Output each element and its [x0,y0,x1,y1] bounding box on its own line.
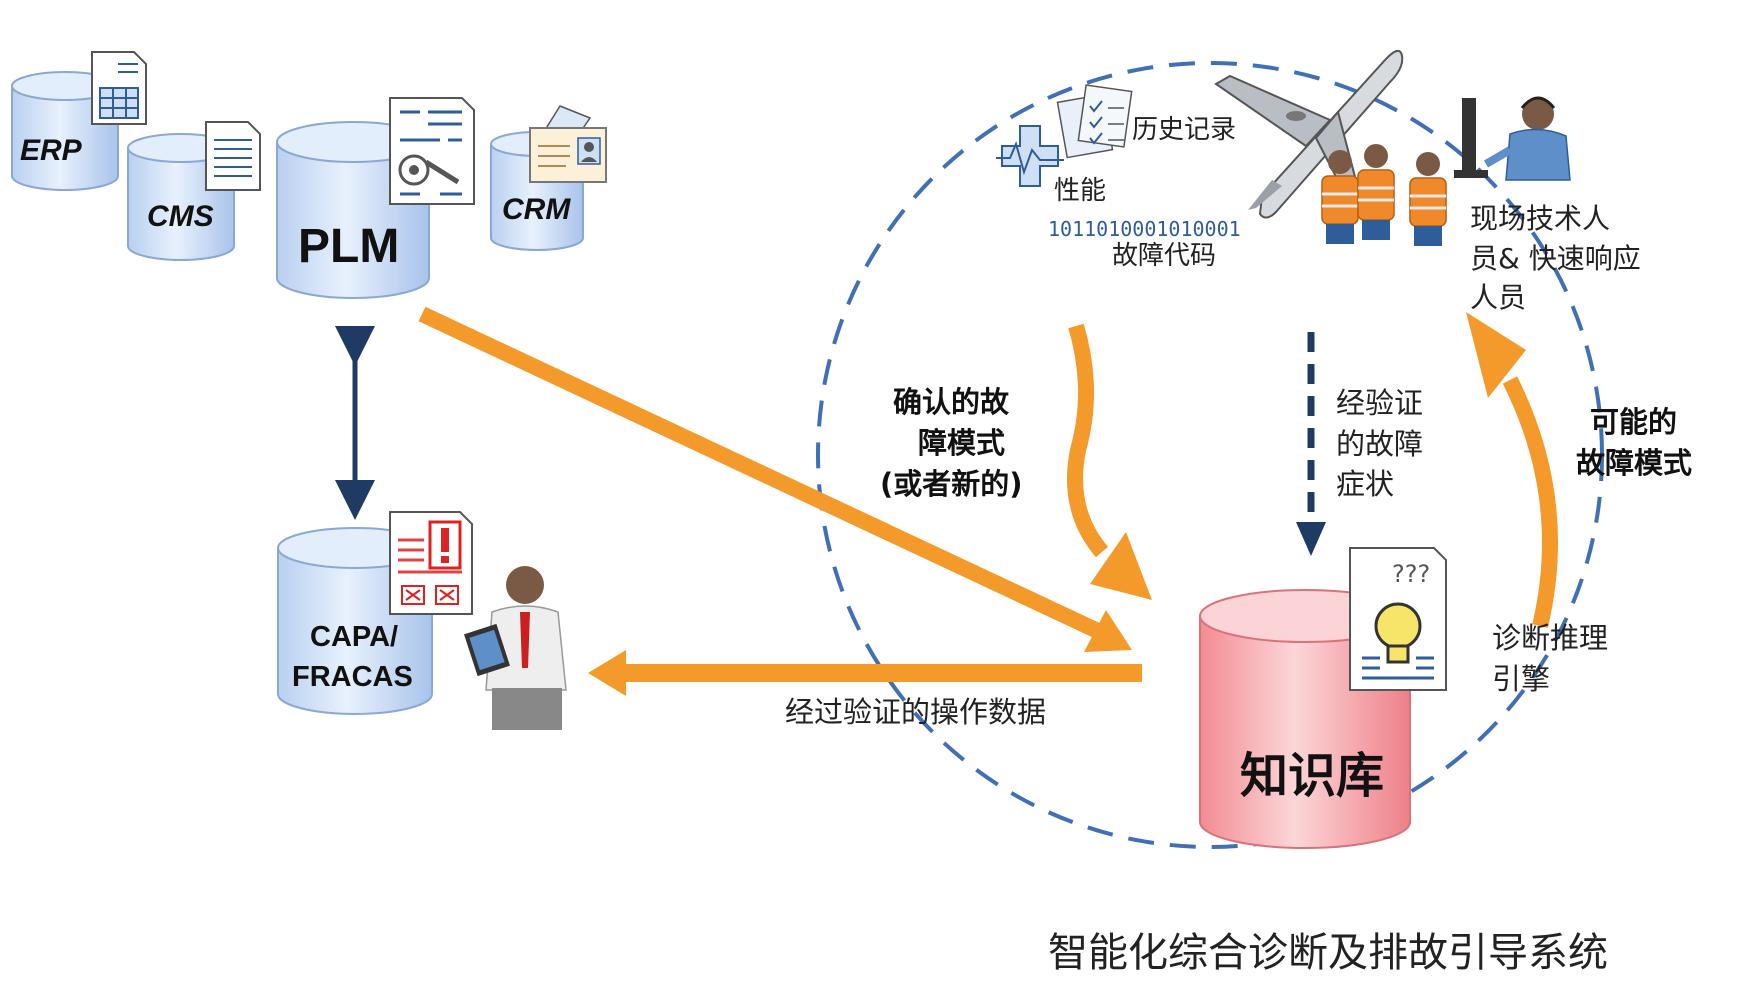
erp-label: ERP [20,134,83,167]
knowledge-base-label: 知识库 [1240,748,1384,804]
fault-code-label: 故障代码 [1112,241,1216,271]
svg-text:???: ??? [1392,560,1430,588]
engine-label-line1: 诊断推理 [1492,621,1608,655]
technicians-label-line1: 现场技术人 [1470,202,1610,235]
technicians-label-line2: 员& 快速响应 [1470,242,1641,275]
possible-label-line2: 故障模式 [1576,446,1692,480]
engineering-drawing-icon [389,97,475,205]
crm-label: CRM [502,193,571,226]
plm-to-knowledge-arrow [418,306,1132,652]
verified-label-line2: 的故障 [1336,427,1423,461]
confirmed-label-line3: (或者新的) [880,467,1023,501]
confirmed-failure-mode-arrow [1067,323,1152,600]
analyst-person-icon [464,566,567,730]
performance-label: 性能 [1054,176,1106,206]
cms-label: CMS [147,200,214,233]
performance-monitor-icon [996,125,1064,187]
alert-document-icon [389,511,473,615]
validated-data-label: 经过验证的操作数据 [785,695,1046,729]
confirmed-label-line2: 障模式 [918,426,1005,460]
capa-label-line1: CAPA/ [310,621,398,653]
operator-workstation-icon [1454,96,1571,181]
confirmed-label-line1: 确认的故 [893,385,1010,419]
possible-failure-modes-arrow [1466,312,1558,628]
history-label: 历史记录 [1132,115,1236,145]
plm-label: PLM [298,220,399,273]
verified-symptoms-arrow [1296,332,1326,556]
capa-label-line2: FRACAS [292,661,413,693]
verified-label-line3: 症状 [1336,467,1394,501]
possible-label-line1: 可能的 [1590,405,1677,439]
lightbulb-document-icon: ??? [1349,547,1447,691]
technicians-icon [1321,144,1447,246]
spreadsheet-document-icon [91,51,147,125]
engine-label-line2: 引擎 [1492,662,1550,696]
system-title: 智能化综合诊断及排故引导系统 [1048,930,1608,976]
history-checklist-icon [1056,84,1133,159]
verified-label-line1: 经验证 [1336,386,1423,420]
system-boundary-circle [816,61,1604,849]
binary-code-text: 1011010001010001 [1048,217,1241,241]
airplane-icon [1214,49,1404,219]
technicians-label-line3: 人员 [1470,281,1526,314]
text-document-icon [205,121,261,191]
validated-data-arrow [588,650,1142,696]
contact-card-icon [529,105,607,183]
